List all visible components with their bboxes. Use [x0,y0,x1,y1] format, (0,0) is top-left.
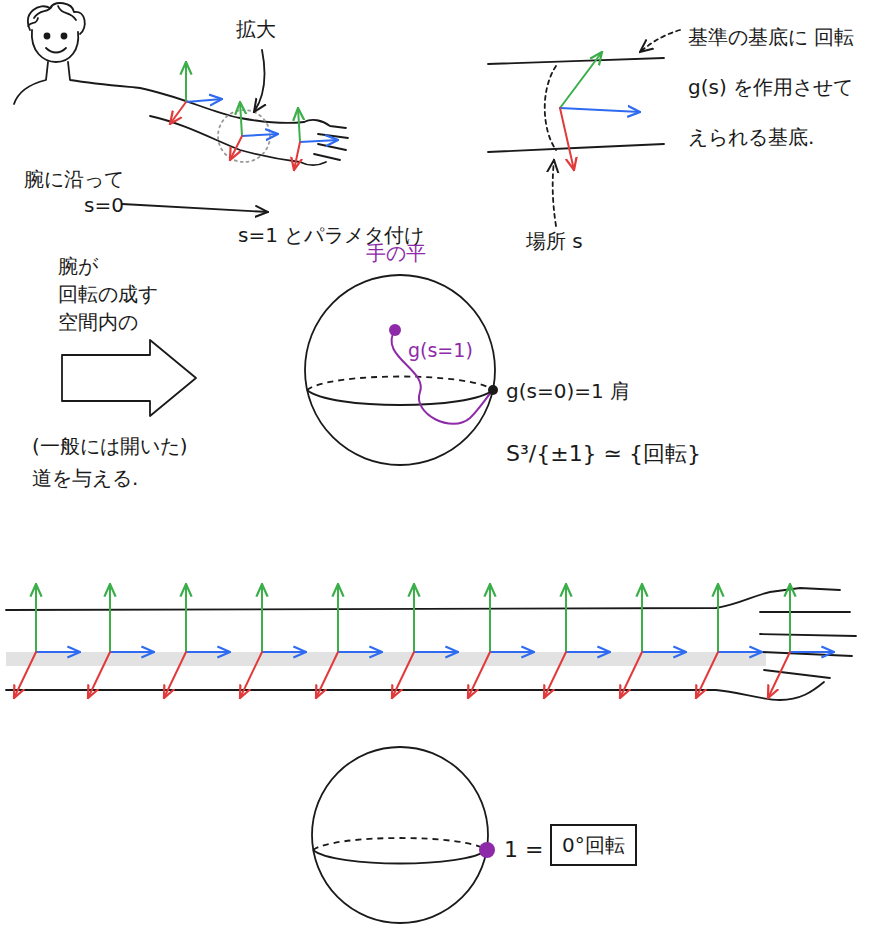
hand-rotation: g(s=1) [408,338,473,363]
path-note: (一般には開いた) 道を与える. [32,430,232,494]
boxed-term: 0°回転 [550,824,637,866]
position-note: 場所 s [526,228,583,254]
rotation-sphere [305,275,495,465]
term-text: 0°回転 [562,832,625,858]
person-sketch [14,3,348,212]
palm-label: 手の平 [366,240,426,266]
straight-arm [6,588,856,700]
frames-bottom [14,584,834,698]
shoulder-rotation: g(s=0)=1 肩 [506,378,630,404]
big-arrow [62,340,196,416]
along-arm-note: 腕に沿って [24,166,124,192]
sphere-path [389,324,498,424]
rotation-space: S³/{±1} ≃ {回転} [506,440,701,469]
identity-symbol: 1 = [504,836,543,865]
frame-note: 基準の基底に 回転 g(s) を作用させて えられる基底. [688,12,864,162]
tube-zoom [488,30,680,226]
param-start: s=0 [84,192,124,218]
identity-sphere [312,747,495,923]
path-note: 腕が 回転の成す 空間内の [58,252,170,336]
zoom-note: 拡大 [236,16,276,42]
frames-top [170,62,338,170]
frame-zoom [560,52,640,170]
